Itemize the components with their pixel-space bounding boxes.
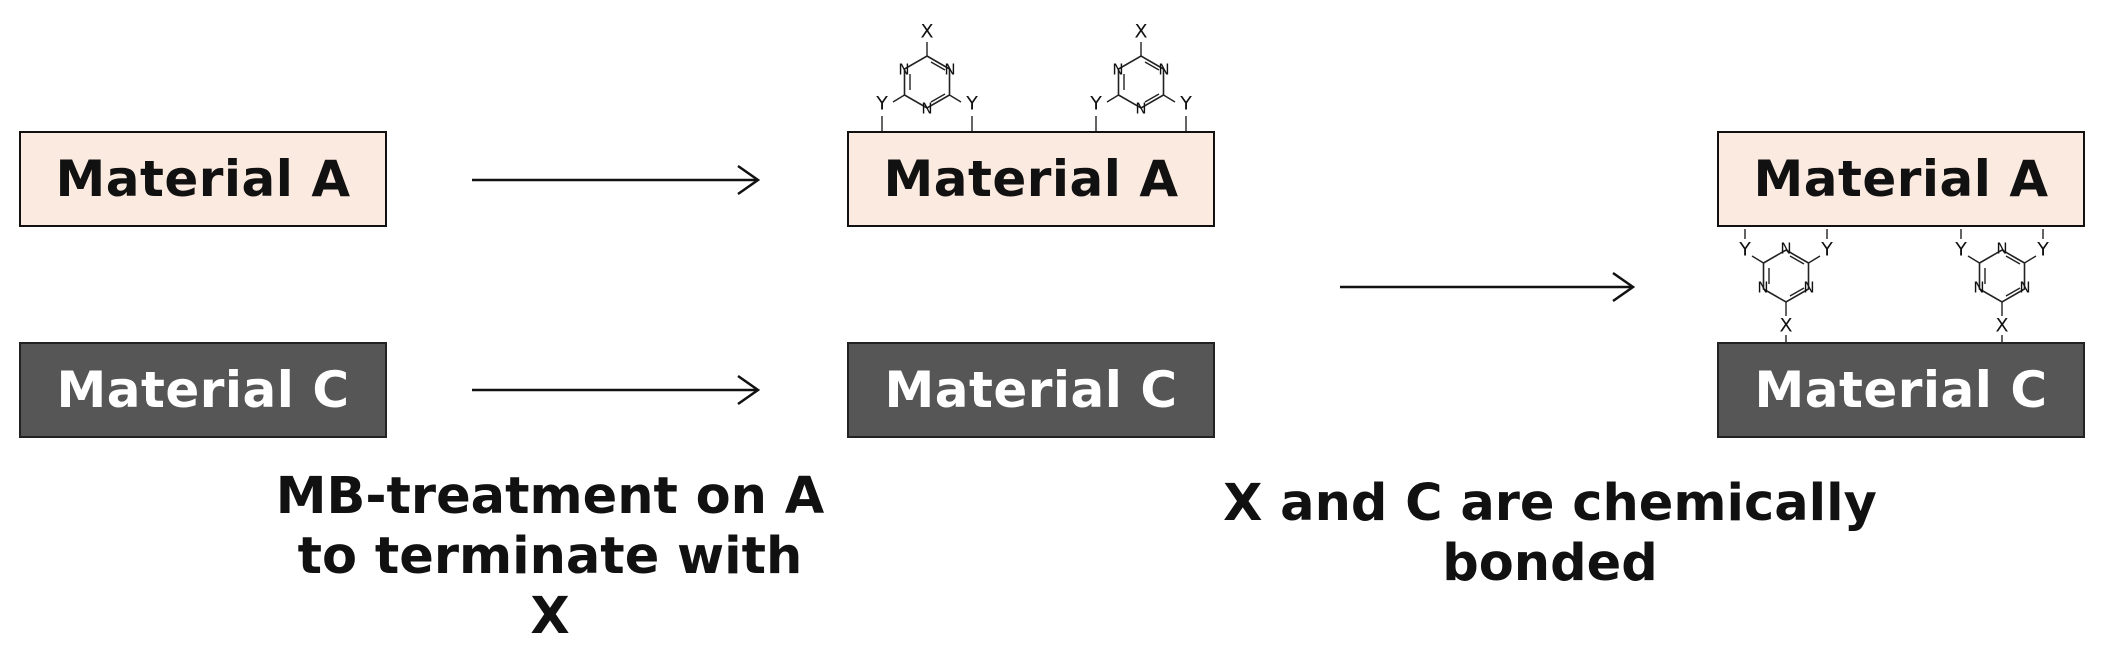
atom-n: N: [1803, 279, 1814, 297]
atom-n: N: [898, 61, 909, 79]
material-c-middle: Material C: [847, 342, 1215, 438]
material-a-label: Material A: [55, 150, 351, 208]
material-c-label: Material C: [1754, 361, 2048, 419]
atom-y: Y: [1820, 239, 1833, 261]
caption-chemical-bond: X and C are chemically bonded: [1220, 474, 1880, 594]
arrow-c-1: [472, 374, 761, 406]
arrow-bond: [1340, 271, 1636, 303]
atom-n: N: [1135, 100, 1146, 118]
material-c-label: Material C: [884, 361, 1178, 419]
material-a-label: Material A: [883, 150, 1179, 208]
triazine-molecule-1: N N N X Y Y: [875, 21, 978, 131]
triazine-molecule-2: N N N X Y Y: [1089, 21, 1192, 131]
material-a-label: Material A: [1753, 150, 2049, 208]
material-a-treated: Material A: [847, 131, 1215, 227]
triazine-molecule-4: N N N Y Y X: [1954, 229, 2049, 342]
atom-n: N: [921, 100, 932, 118]
atom-n: N: [1780, 240, 1791, 258]
atom-n: N: [2019, 279, 2030, 297]
material-c-label: Material C: [56, 361, 350, 419]
triazine-molecule-3: N N N Y Y X: [1738, 229, 1833, 342]
diagram-graphics: N N N X Y Y N N N X Y Y N N N Y Y: [472, 21, 2049, 406]
atom-n: N: [1973, 279, 1984, 297]
atom-n: N: [944, 61, 955, 79]
caption-line: bonded: [1442, 534, 1658, 593]
atom-y: Y: [1089, 93, 1102, 115]
atom-y: Y: [875, 93, 888, 115]
caption-line: to terminate with X: [297, 527, 803, 646]
atom-x: X: [1995, 315, 2008, 337]
arrow-a-1: [472, 164, 761, 196]
caption-line: X and C are chemically: [1223, 474, 1877, 533]
atom-n: N: [1112, 61, 1123, 79]
atom-y: Y: [1954, 239, 1967, 261]
atom-n: N: [1158, 61, 1169, 79]
caption-mb-treatment: MB-treatment on A to terminate with X: [270, 467, 830, 647]
atom-n: N: [1996, 240, 2007, 258]
atom-y: Y: [2036, 239, 2049, 261]
caption-line: MB-treatment on A: [275, 467, 825, 526]
atom-y: Y: [965, 93, 978, 115]
material-c-untreated: Material C: [19, 342, 387, 438]
atom-x: X: [1134, 21, 1147, 43]
atom-x: X: [920, 21, 933, 43]
material-c-bonded: Material C: [1717, 342, 2085, 438]
atom-n: N: [1757, 279, 1768, 297]
material-a-bonded: Material A: [1717, 131, 2085, 227]
material-a-untreated: Material A: [19, 131, 387, 227]
atom-y: Y: [1179, 93, 1192, 115]
atom-y: Y: [1738, 239, 1751, 261]
atom-x: X: [1779, 315, 1792, 337]
